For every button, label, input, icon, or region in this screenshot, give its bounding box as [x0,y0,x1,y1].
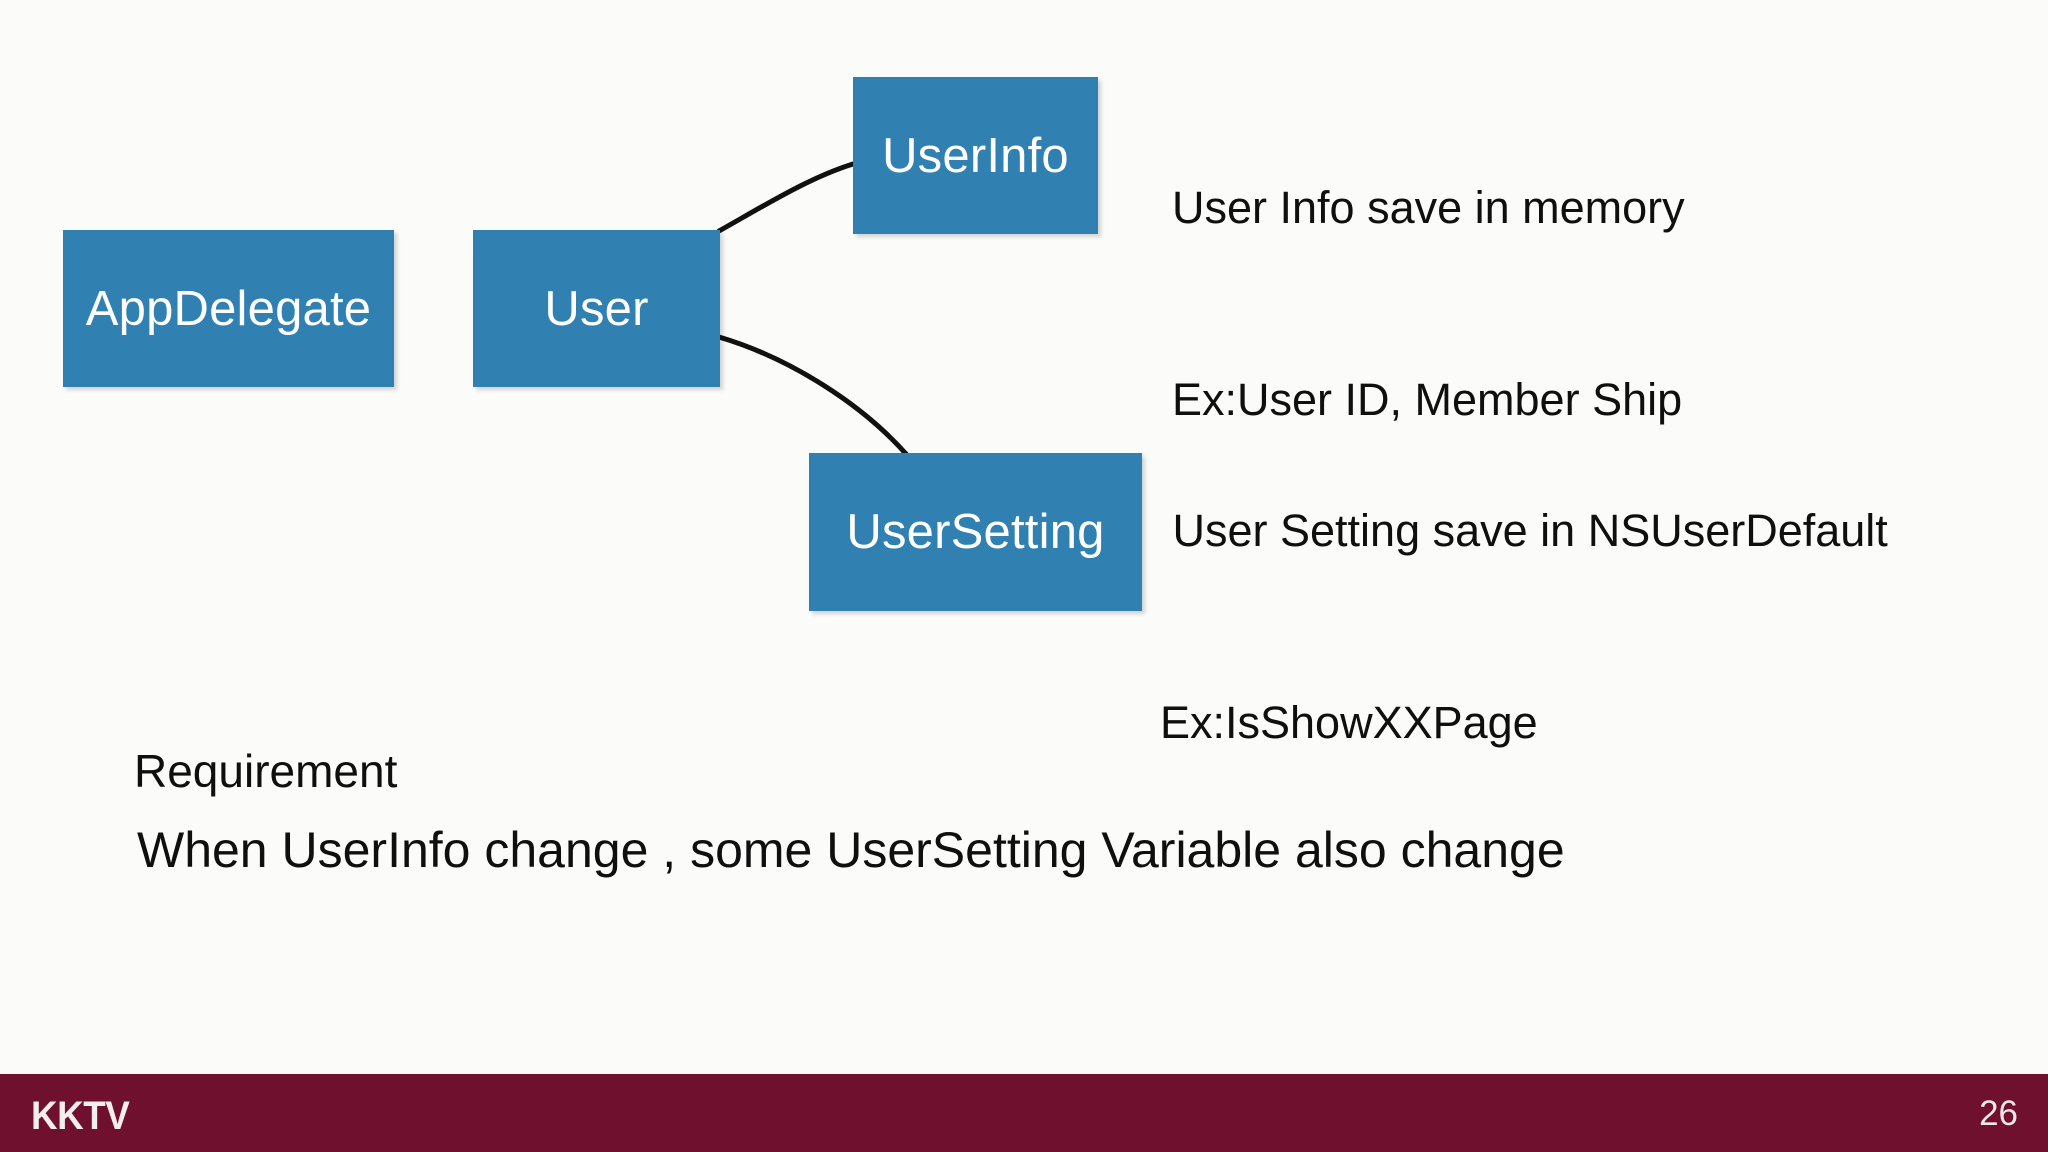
node-usersetting[interactable]: UserSetting [809,453,1142,611]
node-usersetting-label: UserSetting [846,505,1105,559]
requirement-statement: When UserInfo change , some UserSetting … [137,822,1565,878]
annotation-userinfo-line1: User Info save in memory [1172,182,1685,233]
annotation-userinfo-line2: Ex:User ID, Member Ship [1172,374,1683,425]
annotation-usersetting-line1: User Setting save in NSUserDefault [1160,505,1888,556]
annotation-usersetting: User Setting save in NSUserDefault Ex:Is… [1160,371,1888,883]
connector-user-to-usersetting [716,334,910,458]
annotation-usersetting-line2: Ex:IsShowXXPage [1160,697,1538,748]
node-userinfo[interactable]: UserInfo [853,77,1098,234]
page-number: 26 [1979,1094,2018,1133]
node-user-label: User [544,281,649,336]
kktv-logo: KKTV [31,1094,130,1138]
annotation-userinfo: User Info save in memory Ex:User ID, Mem… [1172,48,1685,560]
connector-user-to-userinfo [716,161,856,234]
node-appdelegate[interactable]: AppDelegate [63,230,394,387]
node-user[interactable]: User [473,230,720,387]
footer-bar [0,1074,2048,1152]
requirement-heading: Requirement [134,745,398,797]
node-appdelegate-label: AppDelegate [85,281,372,336]
node-userinfo-label: UserInfo [882,128,1069,183]
